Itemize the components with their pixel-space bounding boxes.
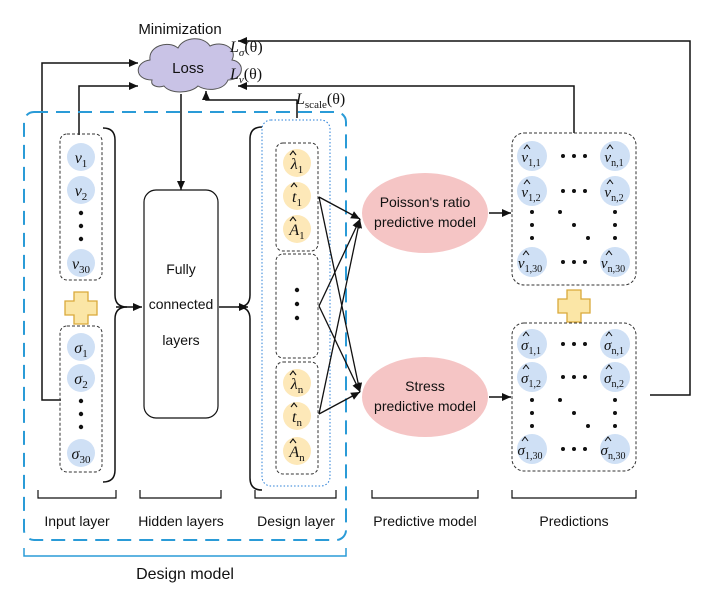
input-nu-1: ν1 <box>75 150 88 170</box>
design-a-1: A1 <box>288 222 304 242</box>
design-model-label: Design model <box>136 566 234 583</box>
feedback-lines <box>41 37 691 401</box>
input-sigma-30: σ30 <box>72 446 91 466</box>
stress-model-ellipse <box>362 357 488 437</box>
label-design-layer: Design layer <box>257 513 335 529</box>
pred-nu-1-30: ν1,30 <box>518 256 542 275</box>
hidden-line-3: layers <box>162 332 199 348</box>
poisson-model-line-1: Poisson's ratio <box>380 194 471 210</box>
design-lambda-1: λ1 <box>290 156 303 176</box>
pred-nu-n-1: νn,1 <box>604 150 623 169</box>
input-sigma-1: σ1 <box>74 340 87 360</box>
design-layer-frame <box>261 119 331 487</box>
loss-nu-label: Lν(θ) <box>229 66 262 86</box>
input-nu-group <box>59 133 103 281</box>
plus-icon <box>557 289 591 323</box>
pred-nu-1-1: ν1,1 <box>521 150 540 169</box>
plus-icon <box>64 291 98 325</box>
input-nu-2: ν2 <box>75 183 88 203</box>
poisson-model-ellipse <box>362 173 488 253</box>
pred-sigma-1-30: σ1,30 <box>518 443 543 462</box>
design-bracket <box>237 126 263 491</box>
input-layer: ν1 ν2 ν30 σ1 σ2 σ30 <box>59 133 103 473</box>
hidden-line-2: connected <box>149 296 214 312</box>
label-predictions: Predictions <box>539 513 608 529</box>
predictions-nu: ν1,1 νn,1 ν1,2 νn,2 ν1,30 νn,30 <box>511 132 637 286</box>
design-a-n: An <box>288 444 305 464</box>
loss-label: Loss <box>172 60 204 77</box>
design-t-n: tn <box>292 409 302 429</box>
design-t-1: t1 <box>292 189 302 209</box>
pred-sigma-n-2: σn,2 <box>604 371 624 390</box>
loss-sigma-label: Lσ(θ) <box>229 39 263 59</box>
predictions-sigma: σ1,1 σn,1 σ1,2 σn,2 σ1,30 σn,30 <box>511 322 637 472</box>
pred-nu-n-2: νn,2 <box>604 185 623 204</box>
minimization-title: Minimization <box>138 21 221 38</box>
design-group-1 <box>275 142 319 252</box>
pred-sigma-n-30: σn,30 <box>601 443 626 462</box>
pred-sigma-1-2: σ1,2 <box>521 371 541 390</box>
label-hidden-layers: Hidden layers <box>138 513 224 529</box>
design-lambda-n: λn <box>290 376 304 396</box>
poisson-model-line-2: predictive model <box>374 214 476 230</box>
design-to-model-links <box>318 196 363 415</box>
pred-sigma-1-1: σ1,1 <box>521 338 541 357</box>
input-bracket <box>102 127 128 483</box>
loss-scale-label: Lscale(θ) <box>295 91 345 111</box>
pred-nu-1-2: ν1,2 <box>521 185 540 204</box>
label-predictive-model: Predictive model <box>373 513 477 529</box>
pred-sigma-n-1: σn,1 <box>604 338 624 357</box>
hidden-layers-box <box>143 189 219 419</box>
design-layer: λ1 t1 A1 λn tn An <box>261 119 331 487</box>
design-model-frame <box>23 111 347 541</box>
design-model-brace <box>23 548 347 557</box>
bottom-braces <box>37 490 637 499</box>
input-sigma-2: σ2 <box>74 371 87 391</box>
hidden-line-1: Fully <box>166 261 196 277</box>
input-nu-30: ν30 <box>72 256 91 276</box>
input-sigma-group <box>59 325 103 473</box>
stress-model-line-2: predictive model <box>374 398 476 414</box>
pred-nu-n-30: νn,30 <box>601 256 625 275</box>
label-input-layer: Input layer <box>44 513 110 529</box>
loss-cloud: Loss <box>137 38 242 93</box>
design-group-n <box>275 361 319 475</box>
stress-model-line-1: Stress <box>405 378 445 394</box>
